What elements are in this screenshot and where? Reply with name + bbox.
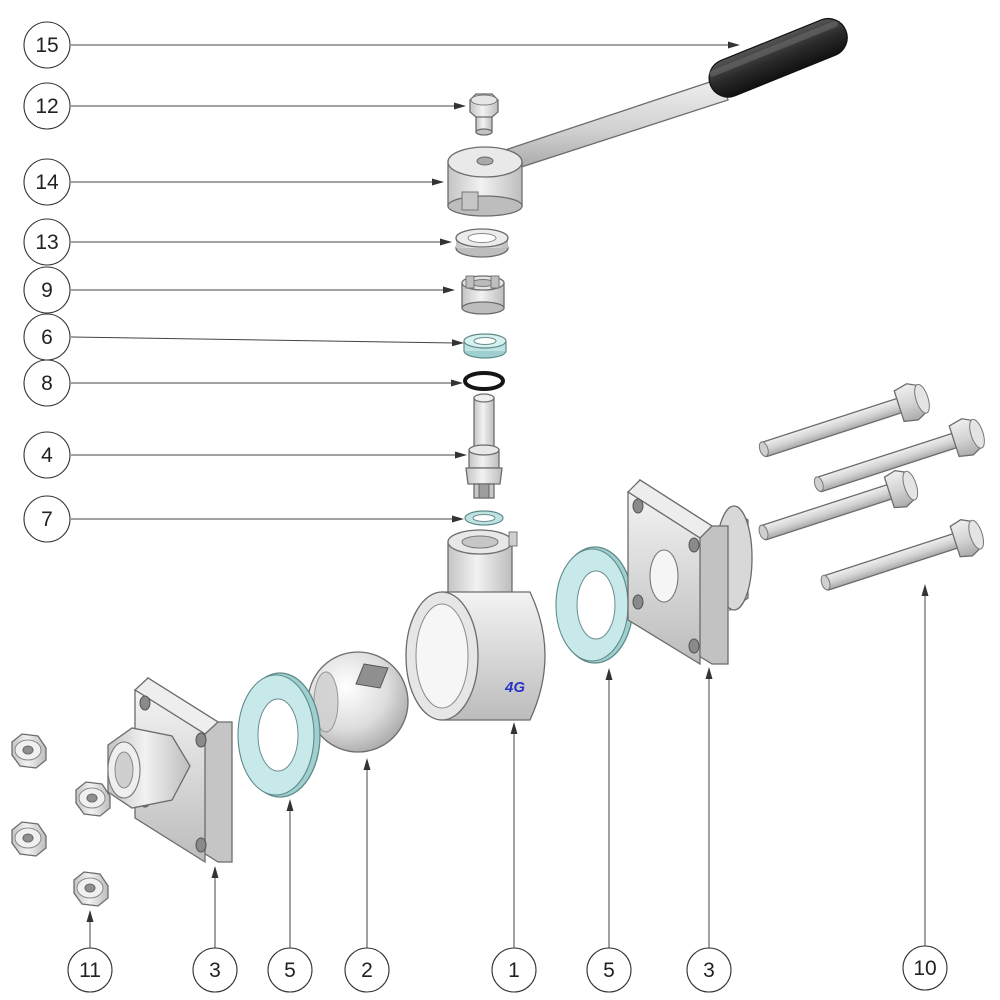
leader-13 bbox=[71, 238, 452, 246]
part-5a-seat bbox=[237, 672, 321, 798]
callout-11-label: 11 bbox=[79, 959, 101, 982]
bolt-4 bbox=[820, 519, 985, 591]
part-8-oring bbox=[463, 371, 505, 391]
leader-5a bbox=[286, 799, 294, 948]
callout-3a: 3 bbox=[192, 947, 238, 993]
leader-lines bbox=[70, 41, 929, 948]
callout-13-label: 13 bbox=[35, 231, 58, 254]
leader-5b bbox=[605, 668, 613, 948]
callout-5a: 5 bbox=[267, 947, 313, 993]
callouts-bottom: 11 3 5 2 1 5 3 10 bbox=[67, 945, 948, 993]
callout-12: 12 bbox=[23, 82, 71, 130]
part-9-gland bbox=[461, 275, 505, 315]
callout-12-label: 12 bbox=[35, 95, 58, 118]
callout-15: 15 bbox=[23, 21, 71, 69]
leader-6 bbox=[70, 336, 464, 347]
callout-14-label: 14 bbox=[35, 171, 59, 194]
bolt-2 bbox=[813, 418, 985, 493]
leader-11 bbox=[86, 910, 94, 948]
part-6-seal bbox=[463, 333, 507, 359]
nut-1 bbox=[11, 733, 47, 769]
brand-logo: 4G bbox=[504, 679, 525, 696]
part-3a-end-cap bbox=[107, 676, 233, 864]
callout-6-label: 6 bbox=[41, 326, 53, 349]
callout-14: 14 bbox=[23, 158, 71, 206]
callout-2-label: 2 bbox=[361, 959, 373, 982]
leader-14 bbox=[71, 178, 444, 186]
callout-8-label: 8 bbox=[41, 372, 53, 395]
part-handle bbox=[447, 17, 848, 217]
callout-3a-label: 3 bbox=[209, 959, 221, 982]
callouts-left: 15 12 14 13 9 6 8 4 7 bbox=[23, 21, 71, 543]
leader-8 bbox=[71, 379, 463, 387]
part-12-screw bbox=[469, 93, 499, 136]
callout-9-label: 9 bbox=[41, 279, 53, 302]
callout-13: 13 bbox=[23, 218, 71, 266]
leader-3a bbox=[211, 866, 219, 948]
leader-12 bbox=[71, 102, 466, 110]
callout-4-label: 4 bbox=[41, 444, 53, 467]
part-1-body: 4G bbox=[405, 529, 546, 721]
leader-7 bbox=[71, 515, 464, 523]
callout-9: 9 bbox=[23, 266, 71, 314]
part-3b-end-cap bbox=[626, 478, 753, 666]
callout-1-label: 1 bbox=[508, 959, 520, 982]
part-5b-seat bbox=[555, 546, 634, 664]
part-7-washer bbox=[464, 510, 504, 526]
part-11-nuts bbox=[11, 733, 111, 907]
callout-10: 10 bbox=[902, 945, 948, 991]
callout-7: 7 bbox=[23, 495, 71, 543]
part-2-ball bbox=[307, 651, 409, 753]
leader-4 bbox=[71, 451, 467, 459]
part-10-bolts bbox=[758, 383, 985, 591]
callout-5b-label: 5 bbox=[603, 959, 615, 982]
callout-15-label: 15 bbox=[35, 34, 58, 57]
leader-15 bbox=[71, 41, 740, 49]
callout-1: 1 bbox=[491, 947, 537, 993]
bolt-1 bbox=[758, 383, 930, 458]
callout-3b-label: 3 bbox=[703, 959, 715, 982]
part-13-nut bbox=[455, 228, 509, 258]
callout-11: 11 bbox=[67, 947, 113, 993]
callout-7-label: 7 bbox=[41, 508, 53, 531]
part-4-stem bbox=[465, 393, 503, 499]
callout-5b: 5 bbox=[586, 947, 632, 993]
leader-9 bbox=[71, 286, 455, 294]
callout-5a-label: 5 bbox=[284, 959, 296, 982]
nut-4 bbox=[73, 871, 109, 907]
handle-hub bbox=[447, 146, 523, 217]
bolt-3 bbox=[758, 469, 919, 541]
nut-2 bbox=[75, 781, 111, 817]
nut-3 bbox=[11, 821, 47, 857]
handle-grip bbox=[708, 17, 848, 98]
callout-3b: 3 bbox=[686, 947, 732, 993]
callout-10-label: 10 bbox=[913, 957, 936, 980]
leader-3b bbox=[705, 667, 713, 948]
callout-8: 8 bbox=[23, 359, 71, 407]
handle-lever-bar bbox=[504, 77, 729, 171]
callout-2: 2 bbox=[344, 947, 390, 993]
leader-1 bbox=[510, 722, 518, 948]
leader-2 bbox=[363, 758, 371, 948]
callout-4: 4 bbox=[23, 431, 71, 479]
callout-6: 6 bbox=[23, 313, 71, 361]
leader-10 bbox=[921, 584, 929, 946]
